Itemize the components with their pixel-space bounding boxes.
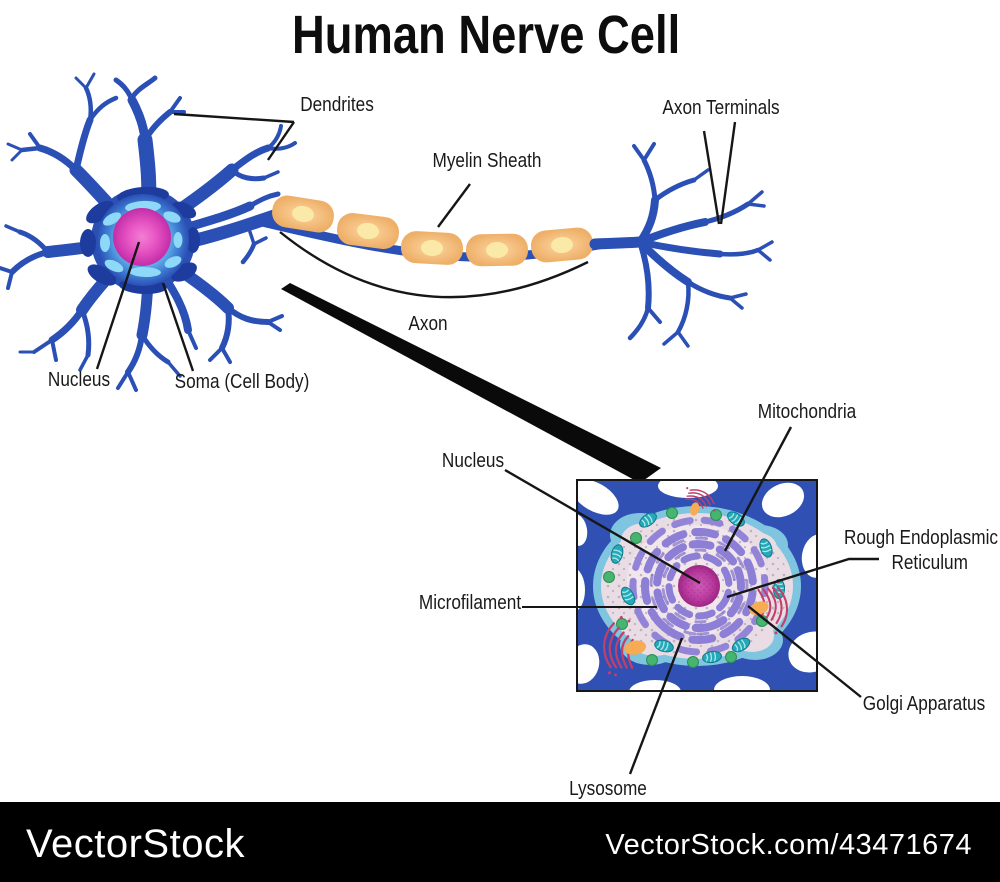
zoom-wedge bbox=[281, 283, 661, 483]
vectorstock-logo: VectorStock bbox=[26, 822, 245, 866]
label-mitochondria: Mitochondria bbox=[757, 401, 857, 423]
label-inset-nucleus: Nucleus bbox=[441, 450, 505, 472]
label-rough-er-line1: Rough Endoplasmic bbox=[844, 527, 998, 549]
axon-art bbox=[257, 195, 615, 267]
label-axon-terminals: Axon Terminals bbox=[662, 97, 780, 119]
inset-box-border bbox=[576, 479, 818, 692]
inset-mitochondria bbox=[610, 511, 786, 664]
label-dendrites: Dendrites bbox=[300, 94, 374, 116]
myelin-segment bbox=[272, 195, 334, 233]
dendrites-art bbox=[0, 72, 297, 392]
leader-lines bbox=[95, 112, 879, 775]
soma-nucleus bbox=[113, 208, 171, 266]
inset-golgi bbox=[602, 486, 788, 677]
label-soma: Soma (Cell Body) bbox=[174, 371, 310, 393]
soma-art bbox=[80, 186, 200, 295]
myelin-segment bbox=[336, 213, 400, 249]
inset-cell-art bbox=[577, 480, 817, 691]
myelin-segment bbox=[530, 227, 594, 263]
label-axon: Axon bbox=[408, 313, 448, 335]
myelin-segment bbox=[465, 233, 529, 267]
label-microfilament: Microfilament bbox=[418, 592, 522, 614]
vectorstock-url: VectorStock.com/43471674 bbox=[605, 829, 972, 861]
page-title: Human Nerve Cell bbox=[292, 5, 681, 65]
label-rough-er-line2: Reticulum bbox=[891, 552, 968, 574]
label-lysosome: Lysosome bbox=[569, 778, 647, 800]
axon-terminals-art bbox=[589, 142, 774, 348]
myelin-segment bbox=[400, 231, 464, 265]
label-golgi: Golgi Apparatus bbox=[862, 693, 986, 715]
label-nucleus: Nucleus bbox=[47, 369, 111, 391]
label-myelin-sheath: Myelin Sheath bbox=[432, 150, 542, 172]
watermark-bar: VectorStock VectorStock.com/43471674 bbox=[0, 802, 1000, 882]
